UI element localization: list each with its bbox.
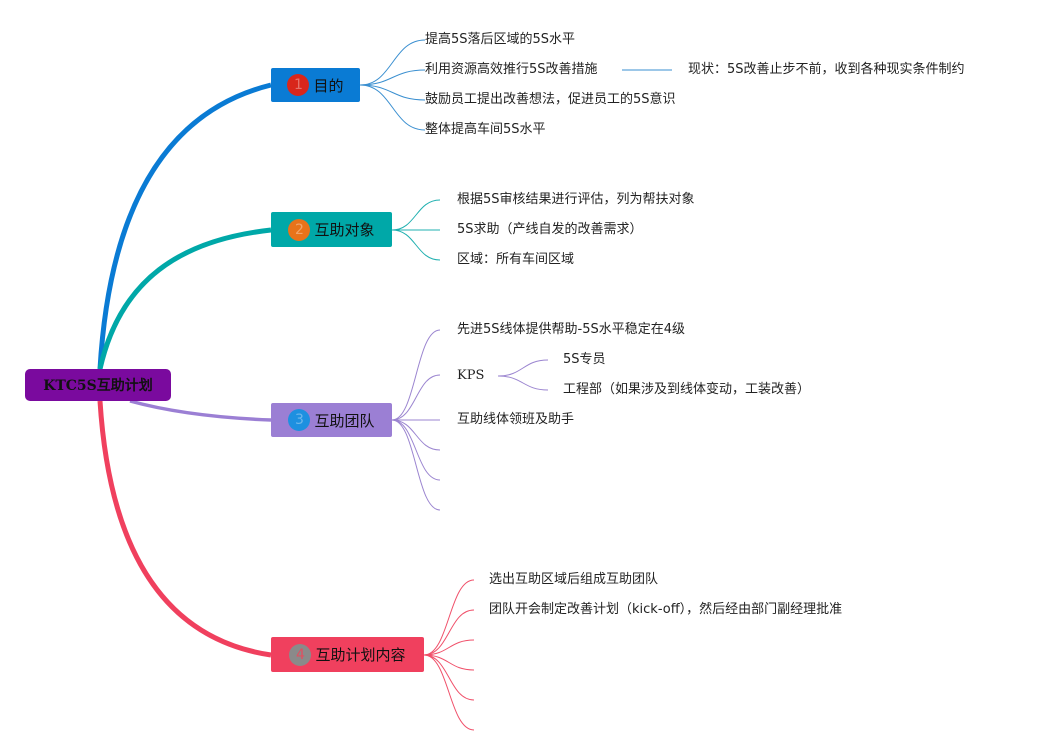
leaf-connector	[391, 419, 441, 511]
leaf-connector	[423, 654, 475, 671]
leaf-item[interactable]: 5S专员	[563, 352, 606, 367]
leaf-item[interactable]: 鼓励员工提出改善想法，促进员工的5S意识	[425, 92, 676, 107]
leaf-item[interactable]: 区域：所有车间区域	[457, 252, 575, 267]
leaf-connector	[359, 69, 426, 86]
leaf-connector	[391, 419, 441, 451]
leaf-item[interactable]: 先进5S线体提供帮助-5S水平稳定在4级	[457, 322, 686, 337]
branch-label: 互助对象	[314, 221, 375, 239]
leaf-item-status[interactable]: 现状：5S改善止步不前，收到各种现实条件制约	[688, 62, 965, 77]
connector-root-1	[97, 82, 272, 370]
leaf-connector	[391, 419, 441, 481]
connector-root-4	[97, 400, 272, 658]
number-badge: 3	[288, 409, 311, 431]
root-node[interactable]: KTC5S互助计划	[25, 369, 171, 401]
leaf-item[interactable]: 整体提高车间5S水平	[425, 122, 546, 137]
leaf-connector	[497, 375, 549, 391]
leaf-connector	[359, 84, 426, 101]
leaf-connector	[423, 609, 475, 656]
branch-label: 互助团队	[314, 411, 375, 430]
number-badge: 1	[287, 74, 310, 96]
leaf-item-kps[interactable]: KPS	[457, 368, 485, 383]
branch-label: 目的	[313, 76, 344, 95]
leaf-connector	[423, 639, 475, 656]
number-badge: 4	[289, 643, 312, 666]
leaf-item[interactable]: 5S求助（产线自发的改善需求）	[457, 222, 643, 237]
leaf-item[interactable]: 利用资源高效推行5S改善措施	[425, 62, 598, 77]
leaf-connector	[391, 329, 441, 421]
leaf-connector	[423, 654, 475, 731]
connector-root-2	[97, 227, 272, 370]
leaf-connector	[359, 84, 426, 131]
branch-label: 互助计划内容	[315, 646, 406, 664]
leaf-item[interactable]: 选出互助区域后组成互助团队	[489, 572, 659, 587]
leaf-item[interactable]: 团队开会制定改善计划（kick-off），然后经由部门副经理批准	[489, 602, 843, 617]
number-badge: 2	[288, 218, 311, 241]
leaf-connector	[423, 579, 475, 656]
leaf-connector	[391, 229, 441, 261]
leaf-item[interactable]: 互助线体领班及助手	[457, 412, 575, 427]
leaf-connector	[497, 359, 549, 377]
leaf-item[interactable]: 根据5S审核结果进行评估，列为帮扶对象	[457, 192, 695, 207]
leaf-connector	[359, 39, 426, 86]
leaf-item[interactable]: 工程部（如果涉及到线体变动，工装改善）	[563, 382, 811, 397]
leaf-connector	[391, 374, 441, 421]
connector-root-3	[129, 399, 272, 422]
leaf-item[interactable]: 提高5S落后区域的5S水平	[425, 32, 576, 47]
leaf-connector	[423, 654, 475, 701]
leaf-connector	[391, 199, 441, 231]
